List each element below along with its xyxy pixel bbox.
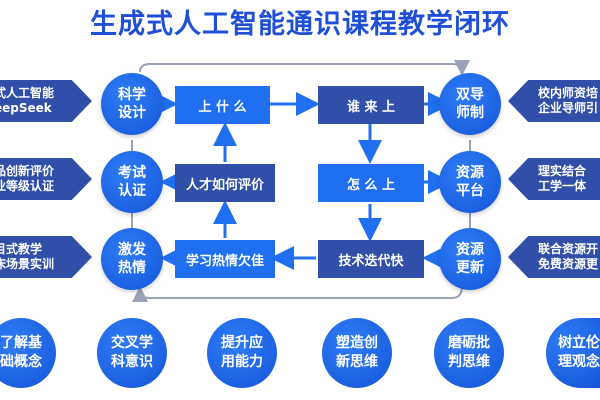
circle-exam-certification: 考试 认证	[101, 151, 163, 213]
left-arrow-3-line2: 床场景实训	[0, 257, 55, 271]
right-arrow-1-line2: 企业导师引	[538, 101, 599, 115]
left-arrow-3-line1: 目式教学	[0, 242, 43, 256]
goal-label: 塑造创	[336, 335, 378, 351]
box-who-teaches: 谁 来 上	[318, 86, 424, 124]
circle-label: 激发	[118, 242, 146, 258]
goal-innovative-thinking: 塑造创 新思维	[322, 318, 392, 388]
circle-label: 平台	[456, 183, 484, 199]
goal-label: 磨砺批	[448, 335, 490, 351]
goal-interdisciplinary: 交叉学 科意识	[97, 318, 167, 388]
right-arrow-2-line2: 工学一体	[538, 179, 587, 193]
goal-label: 新思维	[336, 354, 378, 370]
left-arrow-2: 品创新评价 业等级认证	[0, 158, 92, 200]
left-arrow-1-line1: 式人工智能	[0, 86, 55, 100]
goal-label: 树立伦	[558, 335, 600, 351]
goal-label: 础概念	[0, 354, 42, 370]
circle-science-design: 科学 设计	[101, 73, 163, 135]
diagram-title: 生成式人工智能通识课程教学闭环	[90, 9, 510, 40]
circle-resource-update: 资源 更新	[439, 228, 501, 290]
goal-label: 交叉学	[111, 335, 153, 351]
goal-application-ability: 提升应 用能力	[207, 318, 277, 388]
circle-dual-mentor: 双导 师制	[439, 73, 501, 135]
bottom-loop-arrow	[132, 285, 463, 303]
right-arrow-1-line1: 校内师资培	[538, 86, 599, 100]
circle-label: 认证	[118, 183, 146, 199]
goal-label: 科意识	[111, 354, 153, 370]
box-low-learning-passion: 学习热情欠佳	[175, 240, 275, 278]
goal-label: 提升应	[221, 335, 263, 351]
top-loop-arrow	[139, 59, 470, 76]
left-arrow-1: 式人工智能 eepSeek	[0, 80, 92, 122]
box-talent-evaluation: 人才如何评价	[175, 164, 275, 202]
circle-label: 师制	[456, 105, 484, 121]
goal-label: 用能力	[221, 354, 263, 370]
right-arrow-3-line2: 免费资源更	[538, 257, 599, 271]
circle-label: 科学	[118, 87, 146, 103]
right-arrow-3-line1: 联合资源开	[538, 242, 599, 256]
left-arrow-2-line2: 业等级认证	[0, 179, 55, 193]
left-arrow-2-line1: 品创新评价	[0, 164, 55, 178]
goal-label: 了解基	[0, 335, 42, 351]
goal-label: 理观念	[558, 354, 600, 370]
circle-label: 资源	[456, 165, 484, 181]
goal-ethics: 树立伦 理观念	[546, 318, 600, 388]
right-arrow-2: 理实结合 工学一体	[508, 158, 600, 200]
circle-label: 更新	[456, 260, 484, 276]
circle-label: 考试	[118, 165, 146, 181]
goal-critical-thinking: 磨砺批 判思维	[434, 318, 504, 388]
box-fast-tech-iteration: 技术迭代快	[318, 240, 424, 278]
circle-label: 资源	[456, 242, 484, 258]
goal-label: 判思维	[448, 354, 490, 370]
box-what-to-teach: 上 什 么	[175, 86, 270, 124]
circle-label: 热情	[118, 260, 146, 276]
circle-resource-platform: 资源 平台	[439, 151, 501, 213]
goal-basic-concepts: 了解基 础概念	[0, 318, 56, 388]
right-arrow-3: 联合资源开 免费资源更	[508, 236, 600, 278]
left-arrow-1-line2: eepSeek	[0, 101, 52, 115]
right-arrow-1: 校内师资培 企业导师引	[508, 80, 600, 122]
box-how-to-teach: 怎 么 上	[318, 164, 424, 202]
right-arrow-2-line1: 理实结合	[538, 164, 587, 178]
circle-label: 设计	[118, 105, 146, 121]
circle-label: 双导	[456, 87, 484, 103]
left-arrow-3: 目式教学 床场景实训	[0, 236, 92, 278]
circle-inspire-passion: 激发 热情	[101, 228, 163, 290]
